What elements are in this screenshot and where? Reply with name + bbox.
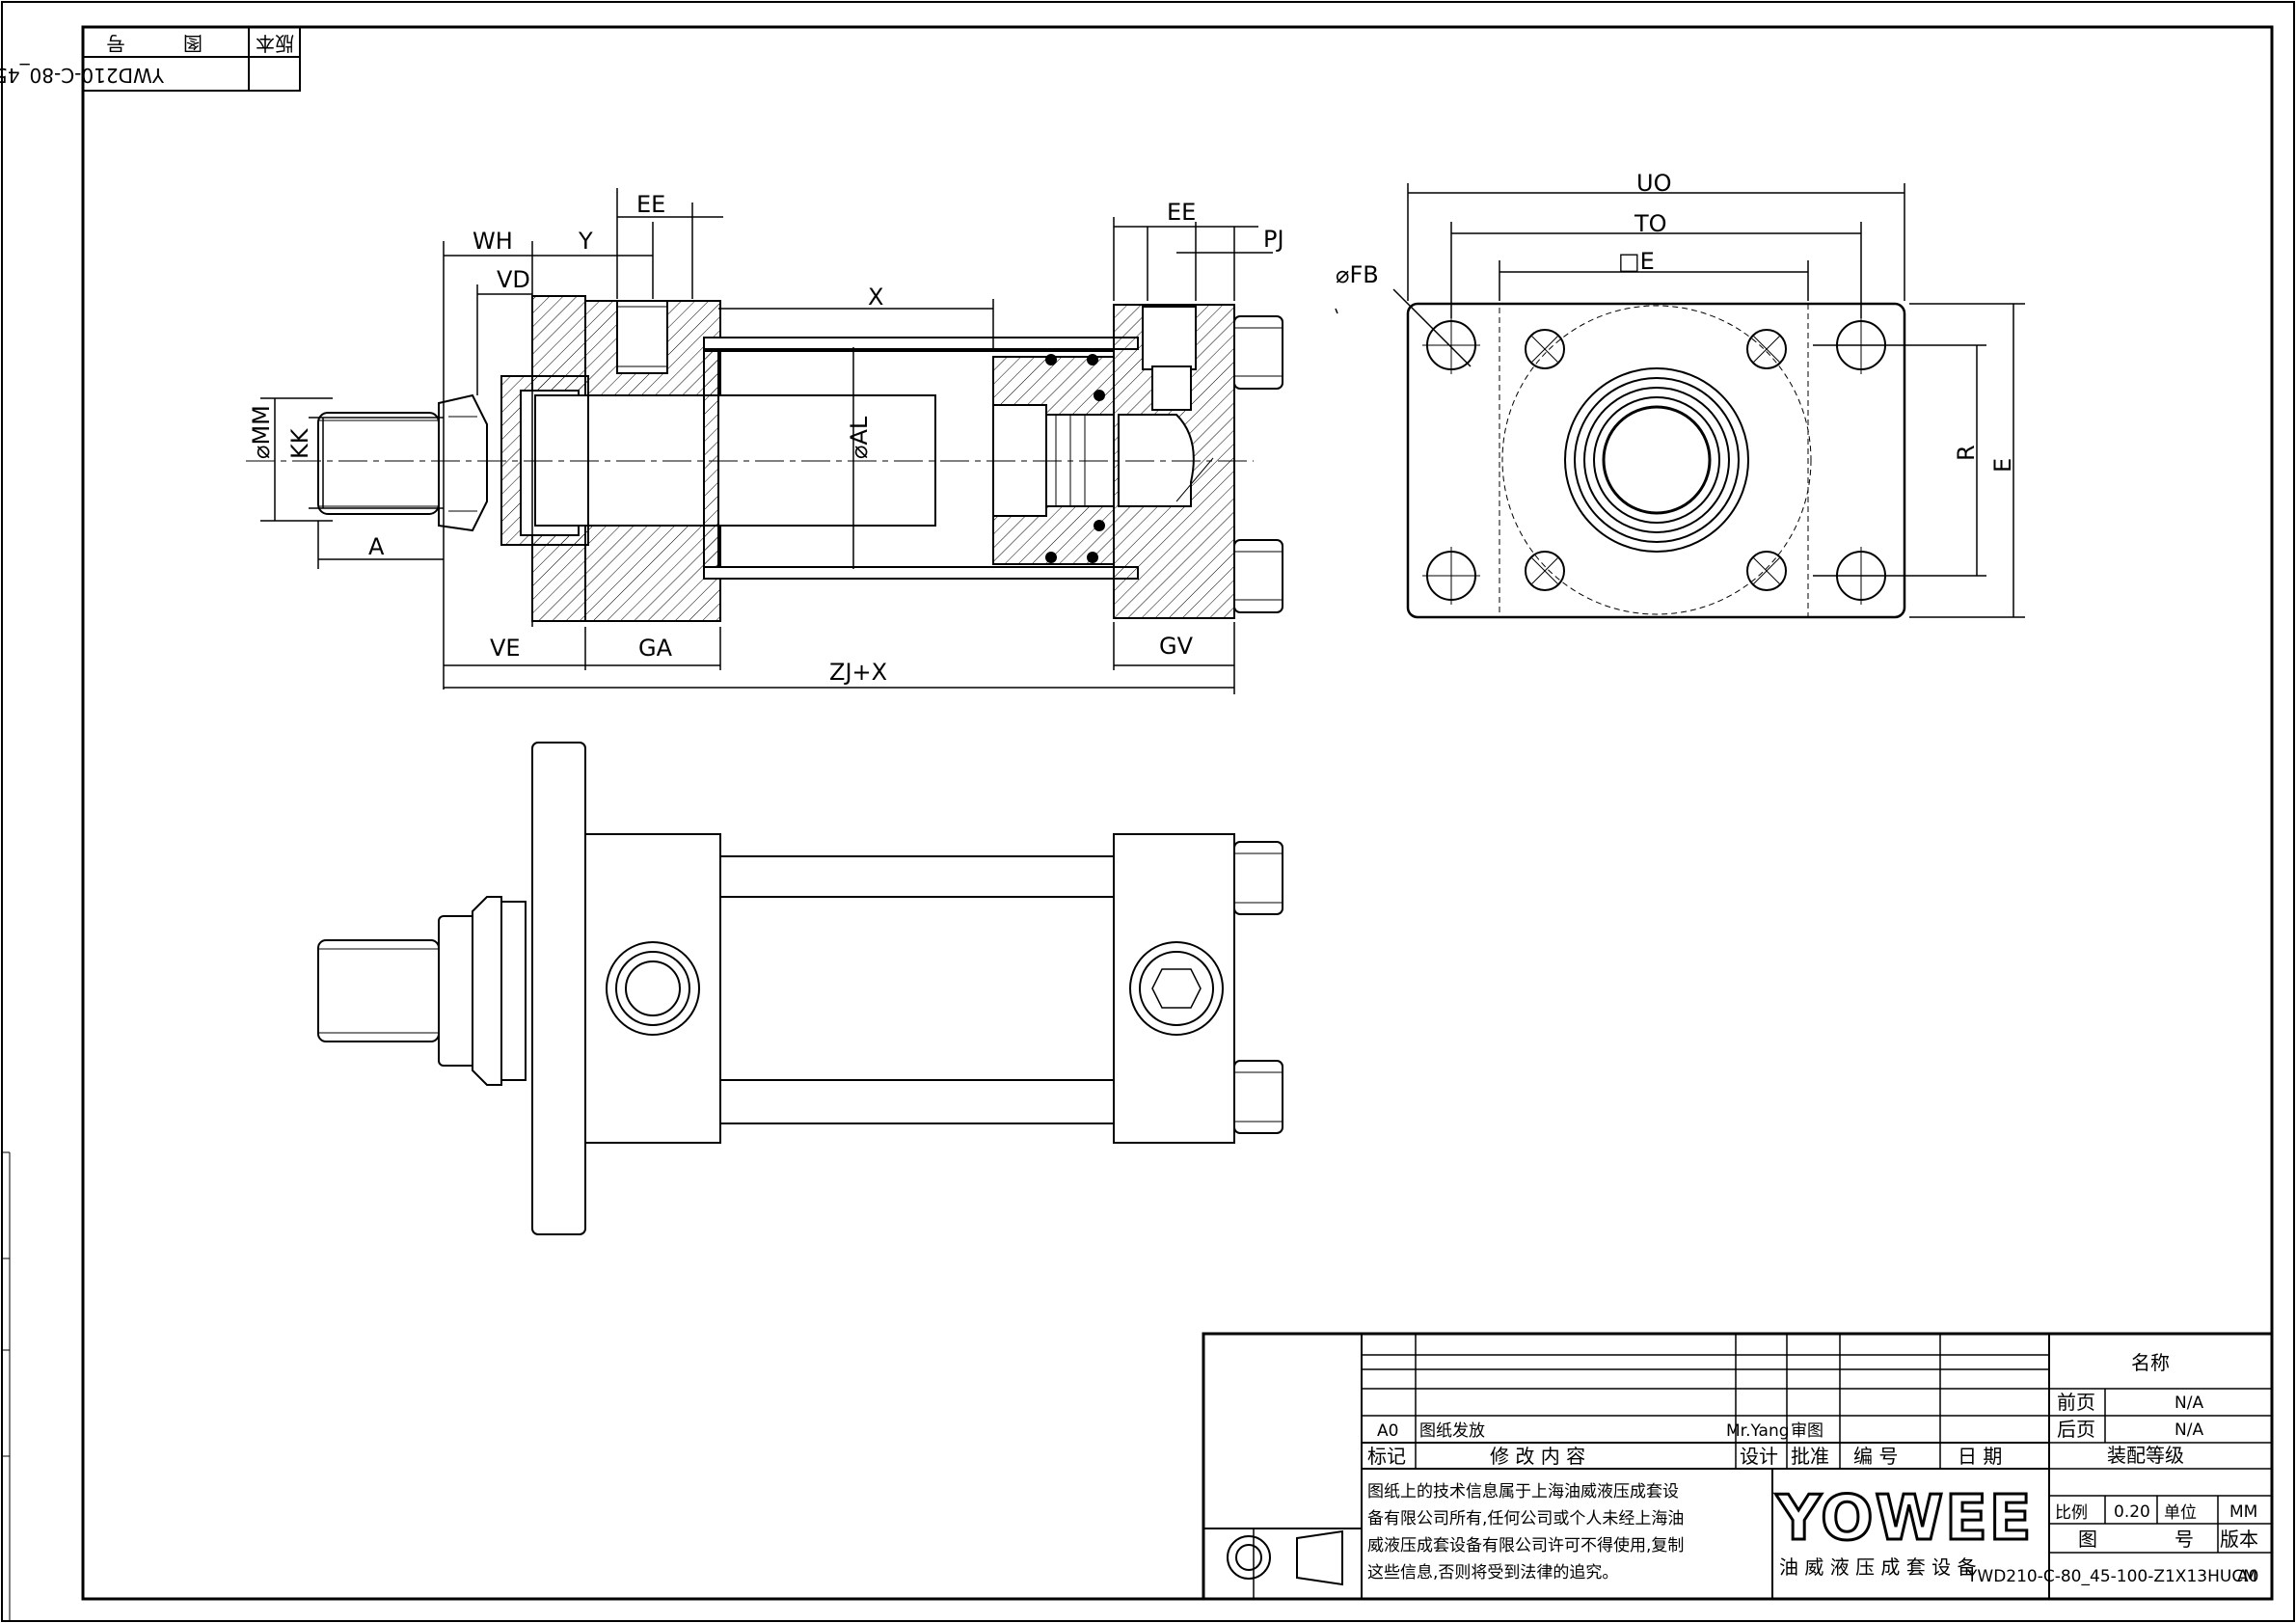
- dim-fb: ⌀FB: [1336, 261, 1379, 288]
- corner-stamp: 号 图 版本 YWD210-C-80_45-100-Z1X13HUCM: [0, 26, 301, 92]
- tb-scale-label: 比例: [2055, 1503, 2088, 1523]
- mounting-flange: [531, 742, 586, 1235]
- tb-notice-1: 图纸上的技术信息属于上海油威液压成套设: [1367, 1482, 1679, 1501]
- tb-rev-desc: 图纸发放: [1419, 1421, 1485, 1441]
- dim-to: TO: [1634, 210, 1667, 237]
- stamp-header-left: 号: [106, 32, 125, 55]
- tb-grade-label: 装配等级: [2107, 1444, 2184, 1467]
- dim-ga: GA: [638, 635, 673, 662]
- tb-version-value: A0: [2237, 1567, 2258, 1586]
- rod-end: [317, 412, 440, 515]
- dim-a: A: [368, 533, 385, 560]
- sheet-inner-border: [81, 25, 2274, 1601]
- tb-drawing-no-label-1: 图: [2078, 1528, 2097, 1551]
- title-block: [1202, 1332, 2274, 1601]
- dim-zjx: ZJ+X: [829, 659, 887, 686]
- dim-r: R: [1953, 445, 1980, 461]
- tb-prev-label: 前页: [2057, 1391, 2095, 1414]
- tb-rev-by: Mr.Yang: [1726, 1421, 1790, 1441]
- tb-rev-code: A0: [1377, 1421, 1398, 1441]
- tb-drawing-no-label-2: 号: [2174, 1528, 2194, 1551]
- tb-col-approve: 批准: [1791, 1445, 1829, 1468]
- tb-unit-label: 单位: [2164, 1503, 2197, 1523]
- tie-rod-top: [703, 337, 1139, 350]
- tb-col-change: 修 改 内 容: [1490, 1445, 1585, 1468]
- tb-company: 油 威 液 压 成 套 设 备: [1779, 1555, 1977, 1579]
- tb-review: 审图: [1791, 1421, 1823, 1441]
- dim-ve: VE: [490, 635, 521, 662]
- dim-wh: WH: [473, 228, 513, 255]
- rod-nut: [438, 393, 488, 532]
- tb-unit-value: MM: [2229, 1502, 2257, 1522]
- dim-e: E: [1989, 458, 2016, 473]
- dim-gv: GV: [1159, 633, 1194, 660]
- tb-notice-4: 这些信息,否则将受到法律的追究。: [1367, 1563, 1618, 1582]
- dim-al: ⌀AL: [846, 416, 873, 459]
- tb-col-mark: 标记: [1367, 1445, 1406, 1468]
- tb-version-label: 版本: [2220, 1528, 2258, 1551]
- tb-col-design: 设计: [1740, 1445, 1778, 1468]
- tb-col-date: 日 期: [1958, 1445, 2002, 1468]
- section-view: [246, 295, 1283, 622]
- stamp-number: YWD210-C-80_45-100-Z1X13HUCM: [0, 64, 165, 87]
- tb-drawing-no: YWD210-C-80_45-100-Z1X13HUCM: [1966, 1567, 2257, 1586]
- dim-y: Y: [578, 228, 593, 255]
- dim-mm: ⌀MM: [248, 405, 275, 459]
- tb-next-label: 后页: [2057, 1418, 2095, 1441]
- stamp-header-right: 版本: [256, 32, 294, 55]
- end-view: [1335, 183, 2025, 619]
- dim-x: X: [868, 284, 883, 311]
- stamp-header-mid: 图: [183, 32, 203, 55]
- margin-ticks: [2, 1151, 11, 1620]
- tb-scale-value: 0.20: [2114, 1502, 2150, 1522]
- tb-name-label: 名称: [2131, 1351, 2170, 1374]
- tb-prev-value: N/A: [2174, 1393, 2203, 1413]
- dim-e-square: □E: [1618, 248, 1655, 275]
- tb-notice-3: 威液压成套设备有限公司许可不得使用,复制: [1367, 1535, 1684, 1555]
- dim-uo: UO: [1636, 170, 1671, 197]
- logo-text: YOWEE: [1775, 1483, 2034, 1555]
- cap-bolt-top: [1233, 315, 1283, 390]
- dim-pj: PJ: [1263, 226, 1284, 253]
- side-view: [317, 742, 1283, 1235]
- company-logo: YOWEE: [1774, 1482, 2034, 1556]
- front-dimensions: [260, 188, 1273, 694]
- tb-notice-2: 备有限公司所有,任何公司或个人未经上海油: [1367, 1509, 1684, 1528]
- dim-vd: VD: [497, 266, 530, 293]
- dim-kk: KK: [286, 427, 313, 459]
- cap-bolt-bottom: [1233, 539, 1283, 613]
- tb-next-value: N/A: [2174, 1420, 2203, 1440]
- tie-rod-bottom: [703, 566, 1139, 580]
- tb-col-number: 编 号: [1853, 1445, 1898, 1468]
- dim-ee-cap: EE: [1167, 199, 1196, 226]
- dim-ee-head: EE: [636, 191, 665, 218]
